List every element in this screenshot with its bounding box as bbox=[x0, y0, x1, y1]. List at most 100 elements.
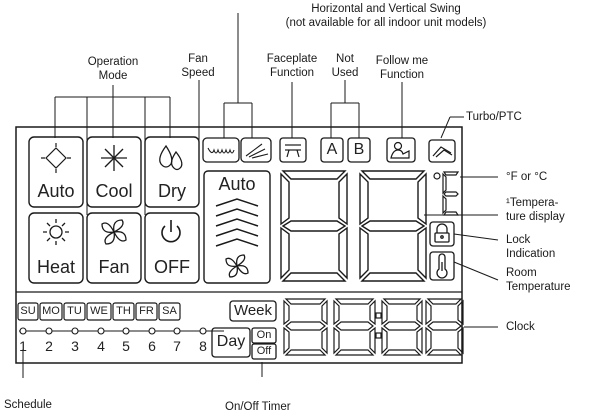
faceplate-line1: Faceplate bbox=[266, 53, 318, 65]
vertical-swing-box bbox=[240, 137, 272, 163]
day-tu: TU bbox=[67, 305, 82, 317]
temperature-digits bbox=[280, 170, 427, 282]
clock-digit-2 bbox=[333, 298, 376, 356]
not-used-callout: Not Used bbox=[326, 52, 364, 80]
horizontal-swing-icon bbox=[207, 147, 235, 154]
day-th: TH bbox=[116, 305, 131, 317]
week-label: Week bbox=[233, 302, 273, 319]
day-number-1: 1 bbox=[19, 338, 27, 354]
clock-colon-top bbox=[375, 312, 382, 319]
operation-mode-line2: Mode bbox=[98, 70, 128, 82]
mode-off-box bbox=[144, 212, 200, 284]
mode-off-label: OFF bbox=[154, 257, 190, 277]
fan-speed-auto-label: Auto bbox=[218, 174, 256, 194]
timer-off-label: Off bbox=[256, 345, 272, 357]
operation-mode-line1: Operation bbox=[87, 56, 139, 68]
follow-me-line1: Follow me bbox=[375, 55, 429, 67]
not-used-a-label: A bbox=[326, 141, 338, 158]
not-used-line2: Used bbox=[331, 67, 359, 79]
fan-speed-callout: Fan Speed bbox=[178, 52, 218, 80]
thermometer-icon bbox=[436, 253, 448, 279]
vertical-swing-icon bbox=[245, 143, 269, 159]
day-number-4: 4 bbox=[97, 338, 105, 354]
temperature-display-line1: ¹Tempera- bbox=[506, 197, 559, 209]
mode-dry-label: Dry bbox=[158, 181, 186, 201]
day-su: SU bbox=[20, 305, 36, 317]
sun-icon bbox=[43, 219, 69, 245]
faceplate-box bbox=[279, 137, 307, 163]
mode-boxes bbox=[28, 136, 200, 284]
temp-digit-2 bbox=[359, 170, 427, 282]
fan-speed-line1: Fan bbox=[188, 53, 208, 65]
turbo-box bbox=[428, 139, 456, 163]
swing-callout-line2: (not available for all indoor unit model… bbox=[285, 17, 487, 29]
day-boxes bbox=[17, 302, 181, 321]
day-number-5: 5 bbox=[122, 338, 130, 354]
temperature-display-callout: ¹Tempera- ture display bbox=[506, 196, 565, 224]
temp-digit-1 bbox=[280, 170, 348, 282]
clock-digit-1 bbox=[283, 298, 328, 356]
mode-heat-label: Heat bbox=[36, 257, 76, 277]
mode-auto-box bbox=[28, 136, 84, 208]
lock-line1: Lock bbox=[506, 234, 531, 246]
room-temp-line2: Temperature bbox=[506, 281, 571, 293]
temp-unit-callout: °F or °C bbox=[506, 171, 548, 183]
power-icon bbox=[161, 220, 181, 243]
off-box bbox=[251, 343, 277, 360]
schedule-callout: Schedule bbox=[4, 399, 52, 411]
timer-on-label: On bbox=[256, 329, 272, 341]
mode-auto-label: Auto bbox=[37, 181, 75, 201]
fan-speed-fan-icon bbox=[225, 254, 249, 278]
degree-icon bbox=[433, 172, 441, 180]
room-temp-callout: Room Temperature bbox=[506, 266, 571, 294]
temp-unit-segments bbox=[442, 171, 460, 216]
fan-blade-icon bbox=[101, 219, 127, 245]
dry-drop-icon bbox=[159, 144, 183, 171]
follow-me-line2: Function bbox=[379, 69, 425, 81]
day-mo: MO bbox=[42, 305, 60, 317]
day-number-2: 2 bbox=[45, 338, 53, 354]
follow-me-box bbox=[386, 137, 416, 163]
room-temp-line1: Room bbox=[506, 267, 537, 279]
room-temp-box bbox=[429, 251, 455, 281]
clock-callout: Clock bbox=[506, 321, 535, 333]
faceplate-line2: Function bbox=[269, 67, 315, 79]
day-number-3: 3 bbox=[71, 338, 79, 354]
day-we: WE bbox=[90, 305, 108, 317]
horizontal-swing-box bbox=[202, 137, 240, 163]
onoff-timer-callout: On/Off Timer bbox=[225, 401, 291, 413]
faceplate-callout: Faceplate Function bbox=[260, 52, 324, 80]
not-used-b-box bbox=[347, 137, 371, 163]
not-used-line1: Not bbox=[336, 53, 354, 65]
mode-dry-box bbox=[144, 136, 200, 208]
snowflake-icon bbox=[101, 145, 127, 171]
operation-mode-callout: Operation Mode bbox=[80, 55, 146, 83]
mode-fan-box bbox=[86, 212, 142, 284]
day-fr: FR bbox=[139, 305, 154, 317]
turbo-callout: Turbo/PTC bbox=[466, 111, 522, 123]
fan-speed-box bbox=[203, 170, 271, 284]
mode-cool-box bbox=[86, 136, 142, 208]
faceplate-icon bbox=[285, 144, 301, 158]
lock-line2: Indication bbox=[506, 248, 556, 260]
schedule-track bbox=[19, 327, 224, 335]
fan-speed-chevrons bbox=[215, 198, 259, 247]
auto-icon bbox=[41, 143, 71, 173]
day-number-7: 7 bbox=[173, 338, 181, 354]
lock-callout: Lock Indication bbox=[506, 233, 555, 261]
mode-cool-label: Cool bbox=[95, 181, 133, 201]
week-box bbox=[229, 300, 277, 322]
fan-speed-line2: Speed bbox=[181, 67, 215, 79]
swing-callout: Horizontal and Vertical Swing (not avail… bbox=[256, 2, 516, 30]
day-box bbox=[211, 327, 251, 358]
turbo-icon bbox=[432, 146, 453, 158]
clock-digit-3 bbox=[381, 298, 423, 356]
follow-me-callout: Follow me Function bbox=[370, 54, 434, 82]
day-number-8: 8 bbox=[199, 338, 207, 354]
on-box bbox=[251, 327, 277, 344]
day-label: Day bbox=[216, 333, 246, 350]
day-sa: SA bbox=[162, 305, 177, 317]
day-number-6: 6 bbox=[148, 338, 156, 354]
not-used-b-label: B bbox=[353, 141, 365, 158]
